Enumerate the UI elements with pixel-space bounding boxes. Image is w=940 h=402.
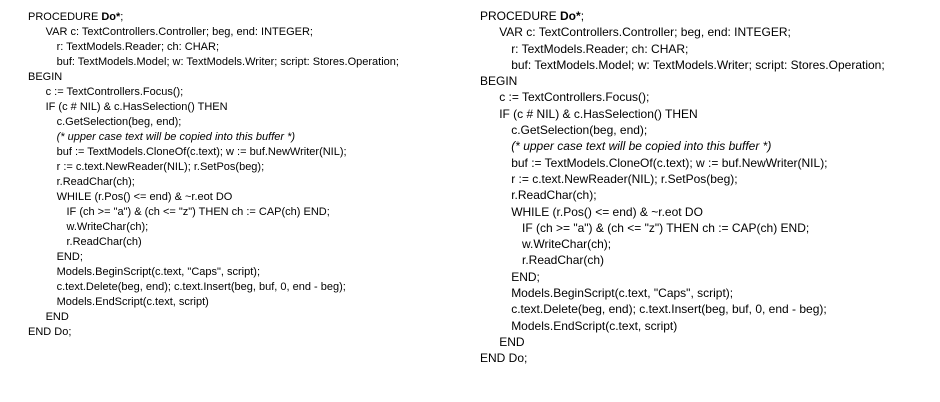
code-line: c := TextControllers.Focus();: [28, 85, 399, 100]
code-line: c.text.Delete(beg, end); c.text.Insert(b…: [480, 301, 885, 317]
code-segment: r.ReadChar(ch);: [56, 176, 135, 188]
code-line: PROCEDURE Do*;: [28, 10, 399, 25]
code-segment: Models.EndScript(c.text, script): [56, 296, 209, 308]
code-segment: r: TextModels.Reader; ch: CHAR;: [511, 41, 689, 56]
code-line: buf: TextModels.Model; w: TextModels.Wri…: [480, 57, 885, 73]
code-line: (* upper case text will be copied into t…: [28, 130, 399, 145]
code-segment: w.WriteChar(ch);: [66, 221, 149, 233]
code-segment: r := c.text.NewReader(NIL); r.SetPos(beg…: [511, 171, 738, 186]
code-segment: c := TextControllers.Focus();: [499, 90, 650, 105]
code-segment: Models.BeginScript(c.text, "Caps", scrip…: [511, 286, 734, 301]
code-line: BEGIN: [28, 70, 399, 85]
code-line: VAR c: TextControllers.Controller; beg, …: [480, 24, 885, 40]
code-listing-left: PROCEDURE Do*;VAR c: TextControllers.Con…: [28, 10, 399, 340]
code-line: c := TextControllers.Focus();: [480, 89, 885, 105]
code-line: END;: [28, 250, 399, 265]
code-segment: IF (c # NIL) & c.HasSelection() THEN: [499, 106, 698, 121]
code-line: IF (ch >= "a") & (ch <= "z") THEN ch := …: [28, 205, 399, 220]
code-line: r := c.text.NewReader(NIL); r.SetPos(beg…: [480, 171, 885, 187]
code-segment: r.ReadChar(ch);: [511, 188, 597, 203]
code-segment: c := TextControllers.Focus();: [45, 86, 184, 98]
code-segment: END;: [511, 269, 540, 284]
code-line: IF (c # NIL) & c.HasSelection() THEN: [480, 106, 885, 122]
code-segment: IF (c # NIL) & c.HasSelection() THEN: [45, 101, 228, 113]
code-segment: c.GetSelection(beg, end);: [511, 123, 648, 138]
code-line: Models.BeginScript(c.text, "Caps", scrip…: [28, 265, 399, 280]
code-segment: buf := TextModels.CloneOf(c.text); w := …: [511, 155, 828, 170]
code-line: w.WriteChar(ch);: [480, 236, 885, 252]
code-line: r.ReadChar(ch): [480, 252, 885, 268]
code-segment: VAR c: TextControllers.Controller; beg, …: [499, 25, 791, 40]
code-segment: END: [499, 334, 525, 349]
code-segment: END Do;: [480, 351, 528, 366]
code-segment: (* upper case text will be copied into t…: [511, 139, 772, 154]
code-segment: (* upper case text will be copied into t…: [56, 131, 296, 143]
code-line: r.ReadChar(ch);: [28, 175, 399, 190]
code-segment: ;: [580, 9, 585, 23]
code-segment: r := c.text.NewReader(NIL); r.SetPos(beg…: [56, 161, 265, 173]
code-line: buf := TextModels.CloneOf(c.text); w := …: [28, 145, 399, 160]
code-segment: IF (ch >= "a") & (ch <= "z") THEN ch := …: [66, 206, 330, 218]
code-line: WHILE (r.Pos() <= end) & ~r.eot DO: [28, 190, 399, 205]
code-segment: Models.BeginScript(c.text, "Caps", scrip…: [56, 266, 261, 278]
code-segment: END Do;: [28, 326, 72, 338]
code-segment: c.text.Delete(beg, end); c.text.Insert(b…: [56, 281, 346, 293]
code-line: r: TextModels.Reader; ch: CHAR;: [28, 40, 399, 55]
code-segment: ;: [120, 11, 124, 23]
code-segment: BEGIN: [480, 74, 518, 89]
code-line: w.WriteChar(ch);: [28, 220, 399, 235]
code-line: PROCEDURE Do*;: [480, 8, 885, 24]
code-line: VAR c: TextControllers.Controller; beg, …: [28, 25, 399, 40]
code-segment: buf: TextModels.Model; w: TextModels.Wri…: [511, 57, 885, 72]
code-segment: VAR c: TextControllers.Controller; beg, …: [45, 26, 313, 38]
code-line: c.GetSelection(beg, end);: [480, 122, 885, 138]
code-segment: r.ReadChar(ch): [66, 236, 142, 248]
code-segment: PROCEDURE: [28, 11, 102, 23]
code-segment: END: [45, 311, 69, 323]
code-segment: c.GetSelection(beg, end);: [56, 116, 182, 128]
code-line: IF (ch >= "a") & (ch <= "z") THEN ch := …: [480, 220, 885, 236]
code-line: r.ReadChar(ch);: [480, 187, 885, 203]
code-segment: IF (ch >= "a") & (ch <= "z") THEN ch := …: [522, 220, 810, 235]
code-listing-right: PROCEDURE Do*;VAR c: TextControllers.Con…: [480, 8, 885, 367]
code-line: c.text.Delete(beg, end); c.text.Insert(b…: [28, 280, 399, 295]
code-line: END: [480, 334, 885, 350]
code-line: buf: TextModels.Model; w: TextModels.Wri…: [28, 55, 399, 70]
code-line: WHILE (r.Pos() <= end) & ~r.eot DO: [480, 204, 885, 220]
code-segment: buf: TextModels.Model; w: TextModels.Wri…: [56, 56, 399, 68]
code-segment: WHILE (r.Pos() <= end) & ~r.eot DO: [56, 191, 233, 203]
code-segment: c.text.Delete(beg, end); c.text.Insert(b…: [511, 302, 827, 317]
code-line: r: TextModels.Reader; ch: CHAR;: [480, 41, 885, 57]
code-segment: r.ReadChar(ch): [522, 253, 605, 268]
code-segment: w.WriteChar(ch);: [522, 237, 612, 252]
code-segment: Do*: [560, 9, 581, 23]
code-line: IF (c # NIL) & c.HasSelection() THEN: [28, 100, 399, 115]
code-segment: BEGIN: [28, 71, 63, 83]
code-line: Models.EndScript(c.text, script): [480, 318, 885, 334]
code-line: END Do;: [28, 325, 399, 340]
code-line: c.GetSelection(beg, end);: [28, 115, 399, 130]
code-segment: PROCEDURE: [480, 9, 561, 23]
code-segment: WHILE (r.Pos() <= end) & ~r.eot DO: [511, 204, 703, 219]
code-segment: Models.EndScript(c.text, script): [511, 318, 678, 333]
code-line: (* upper case text will be copied into t…: [480, 138, 885, 154]
code-line: END;: [480, 269, 885, 285]
code-segment: Do*: [101, 11, 121, 23]
code-segment: r: TextModels.Reader; ch: CHAR;: [56, 41, 220, 53]
code-line: Models.BeginScript(c.text, "Caps", scrip…: [480, 285, 885, 301]
code-segment: buf := TextModels.CloneOf(c.text); w := …: [56, 146, 347, 158]
code-line: r := c.text.NewReader(NIL); r.SetPos(beg…: [28, 160, 399, 175]
code-segment: END;: [56, 251, 83, 263]
code-line: r.ReadChar(ch): [28, 235, 399, 250]
code-line: buf := TextModels.CloneOf(c.text); w := …: [480, 155, 885, 171]
code-line: Models.EndScript(c.text, script): [28, 295, 399, 310]
code-line: BEGIN: [480, 73, 885, 89]
code-line: END Do;: [480, 350, 885, 366]
code-line: END: [28, 310, 399, 325]
